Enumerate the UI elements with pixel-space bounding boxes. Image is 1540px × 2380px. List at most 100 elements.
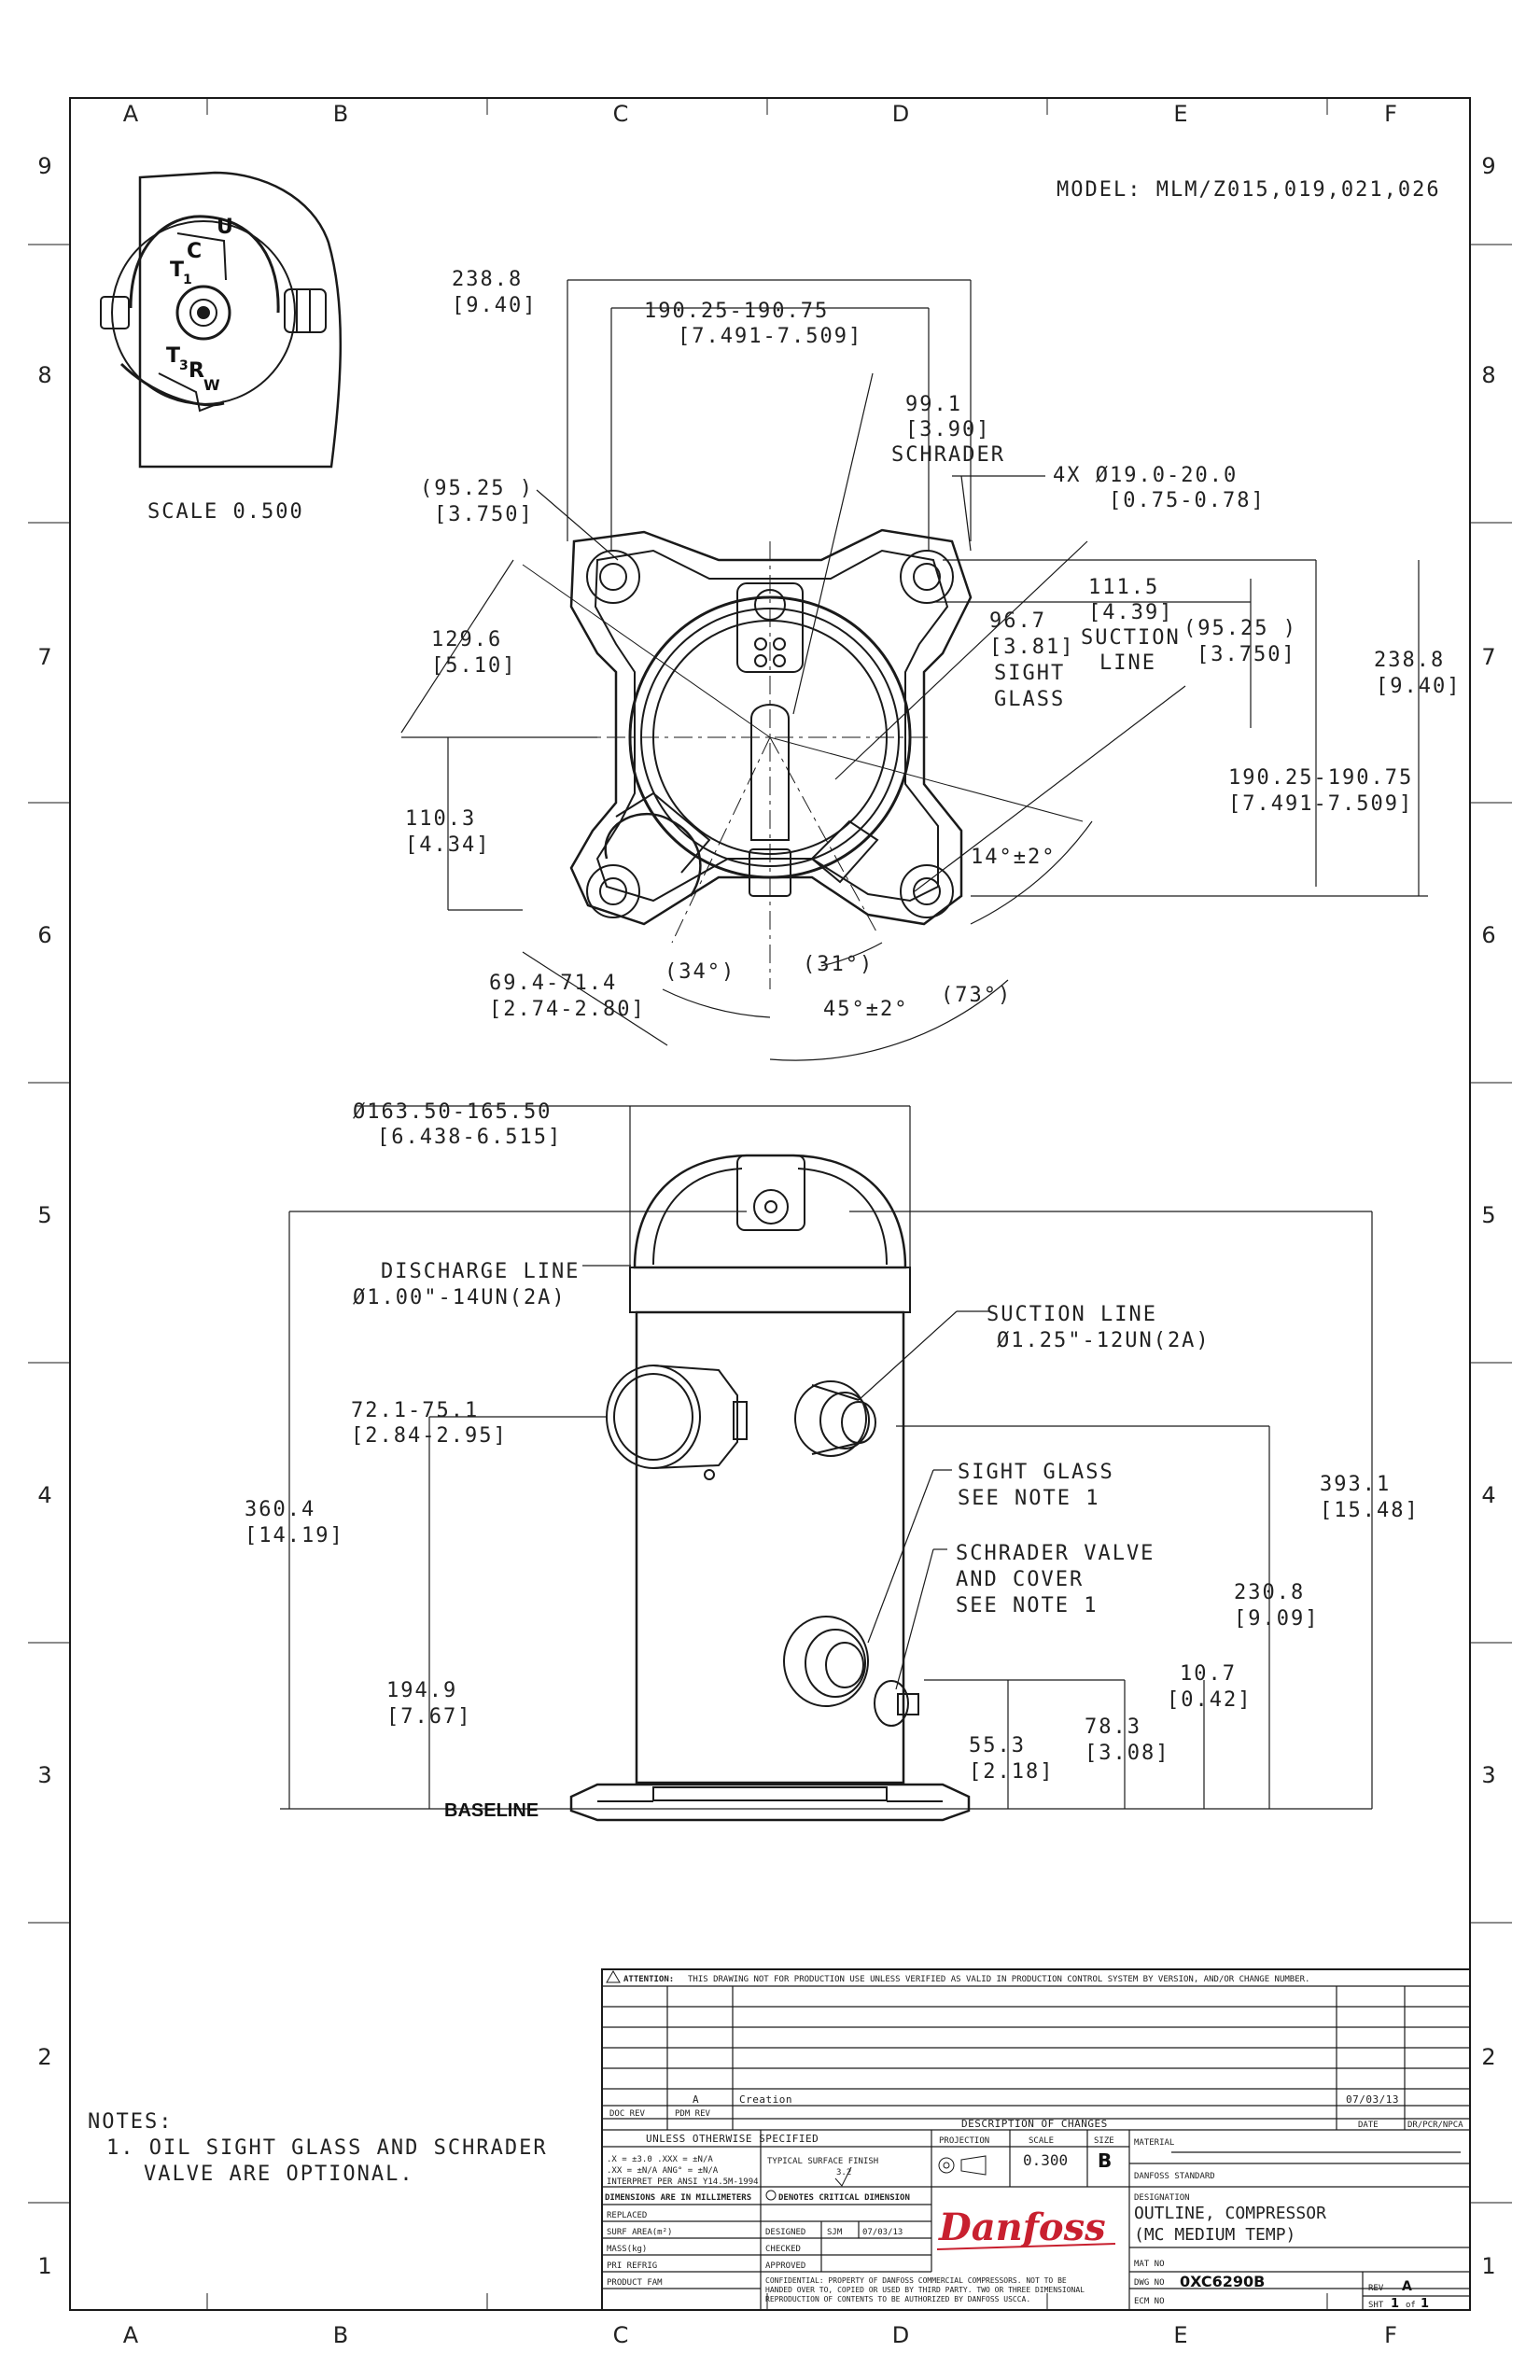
dim-230: 230.8: [1234, 1581, 1305, 1604]
dim-78: 78.3: [1085, 1715, 1141, 1739]
dim-69: 69.4-71.4: [489, 972, 617, 995]
compressor-side-view: [571, 1155, 969, 1820]
zone-col-c-bottom: C: [613, 2322, 629, 2348]
surface-finish-label: TYPICAL SURFACE FINISH: [767, 2157, 878, 2166]
dim-69-in: [2.74-2.80]: [489, 998, 646, 1021]
attention-label: ATTENTION:: [623, 1975, 674, 1984]
dim-holes-in: [0.75-0.78]: [1109, 489, 1266, 512]
designed-date: 07/03/13: [862, 2228, 903, 2237]
dim-129-in: [5.10]: [431, 654, 516, 678]
angle-34: (34°): [665, 960, 735, 984]
notes: NOTES: 1. OIL SIGHT GLASS AND SCHRADER V…: [88, 2110, 548, 2186]
dim-diameter-in: [6.438-6.515]: [377, 1126, 562, 1149]
rev-date: 07/03/13: [1346, 2093, 1399, 2106]
zone-labels: A B C D E F A B C D E F 9 8 7 6 5 4 3 2 …: [37, 101, 1495, 2348]
unless-specified: UNLESS OTHERWISE SPECIFIED: [646, 2133, 819, 2145]
terminal-labels: U C T 1 T 3 R W: [166, 216, 233, 394]
zone-row-3-right: 3: [1481, 1762, 1495, 1788]
header-dr-pcr: DR/PCR/NPCA: [1407, 2121, 1463, 2130]
critical-icon: [766, 2191, 776, 2200]
dim-schrader-in: [3.90]: [905, 418, 990, 441]
dim-schrader-label: SCHRADER: [891, 443, 1005, 467]
zone-row-4-right: 4: [1481, 1482, 1495, 1508]
confidential-1: CONFIDENTIAL: PROPERTY OF DANFOSS COMMER…: [765, 2276, 1067, 2285]
side-view-dimension-lines: [280, 1106, 1372, 1809]
zone-col-c-top: C: [613, 101, 629, 127]
tolerance-1: .X = ±3.0 .XXX = ±N/A: [607, 2155, 713, 2164]
zone-row-5-right: 5: [1481, 1202, 1495, 1228]
zone-row-6-left: 6: [37, 922, 51, 948]
baseline-label: BASELINE: [444, 1800, 539, 1821]
approved-label: APPROVED: [765, 2261, 805, 2271]
surface-finish-value: 3.2: [836, 2168, 851, 2177]
dim-95-right: (95.25 ): [1183, 617, 1297, 640]
terminal-t3-sub: 3: [179, 358, 189, 373]
zone-row-9-right: 9: [1481, 153, 1495, 179]
discharge-line-size: Ø1.00"-14UN(2A): [353, 1286, 567, 1309]
tolerance-3: INTERPRET PER ANSI Y14.5M-1994: [607, 2177, 759, 2187]
suction-line-size: Ø1.25"-12UN(2A): [997, 1329, 1211, 1352]
danfoss-logo: Danfoss: [938, 2205, 1106, 2249]
tolerance-2: .XX = ±N/A ANG° = ±N/A: [607, 2166, 719, 2176]
finish-check-icon: [835, 2167, 851, 2186]
checked-label: CHECKED: [765, 2245, 801, 2254]
zone-col-d-bottom: D: [892, 2322, 909, 2348]
top-view-dimension-lines: [401, 280, 1428, 1060]
dim-190-right-in: [7.491-7.509]: [1228, 792, 1413, 816]
zone-col-b-bottom: B: [333, 2322, 348, 2348]
terminal-r: R: [189, 359, 204, 383]
dim-suction-label2: LINE: [1099, 651, 1156, 675]
zone-col-f-top: F: [1384, 101, 1397, 127]
terminal-w: W: [203, 376, 220, 394]
dim-sight-label2: GLASS: [994, 688, 1065, 711]
inset-scale: SCALE 0.500: [147, 500, 304, 524]
sheet-value: 1: [1391, 2297, 1399, 2311]
header-pdm-rev: PDM REV: [675, 2109, 711, 2119]
dim-110: 110.3: [405, 807, 476, 831]
dim-230-in: [9.09]: [1234, 1607, 1319, 1631]
confidential-2: HANDED OVER TO, COPIED OR USED BY THIRD …: [765, 2286, 1085, 2294]
drawing-title-2: (MC MEDIUM TEMP): [1134, 2225, 1295, 2245]
scale-header: SCALE: [1029, 2136, 1054, 2146]
schrader-valve-note: SEE NOTE 1: [956, 1594, 1098, 1617]
drawing-number: 0XC6290B: [1180, 2273, 1265, 2290]
dim-sight: 96.7: [989, 609, 1046, 633]
terminal-t1: T: [170, 259, 184, 282]
zone-col-a-top: A: [123, 101, 139, 127]
warning-icon: [607, 1971, 620, 1982]
dim-194: 194.9: [386, 1679, 457, 1702]
dim-95-right-in: [3.750]: [1197, 643, 1296, 666]
projection-label: PROJECTION: [939, 2136, 989, 2146]
discharge-line-label: DISCHARGE LINE: [381, 1260, 580, 1283]
notes-title: NOTES:: [88, 2110, 173, 2134]
terminal-u: U: [217, 216, 233, 239]
zone-row-8-left: 8: [37, 362, 51, 388]
header-description: DESCRIPTION OF CHANGES: [961, 2118, 1108, 2130]
top-view-dimension-text: 238.8 [9.40] 190.25-190.75 [7.491-7.509]…: [405, 268, 1461, 1021]
sight-glass-note: SEE NOTE 1: [958, 1487, 1099, 1510]
dim-78-in: [3.08]: [1085, 1742, 1169, 1765]
zone-row-8-right: 8: [1481, 362, 1495, 388]
designed-by: SJM: [827, 2228, 843, 2237]
ecm-no-label: ECM NO: [1134, 2297, 1165, 2306]
zone-row-5-left: 5: [37, 1202, 51, 1228]
size-value: B: [1098, 2149, 1112, 2172]
sheet-of: of: [1406, 2301, 1416, 2310]
projection-symbol-icon: [939, 2156, 986, 2175]
size-header: SIZE: [1094, 2136, 1114, 2146]
note-1-line-1: 1. OIL SIGHT GLASS AND SCHRADER: [106, 2136, 548, 2160]
drawing-title-1: OUTLINE, COMPRESSOR: [1134, 2204, 1326, 2223]
dim-238-right: 238.8: [1374, 649, 1445, 672]
dim-238-top-in: [9.40]: [452, 294, 537, 317]
dim-suction-label1: SUCTION: [1081, 626, 1181, 650]
angle-14: 14°±2°: [971, 846, 1056, 869]
dim-sight-in: [3.81]: [989, 636, 1074, 659]
dim-238-right-in: [9.40]: [1376, 675, 1461, 698]
dim-393: 393.1: [1320, 1473, 1391, 1496]
zone-row-7-left: 7: [37, 644, 51, 670]
zone-row-1-right: 1: [1481, 2253, 1495, 2279]
dim-190-top: 190.25-190.75: [644, 300, 829, 323]
dim-238-top: 238.8: [452, 268, 523, 291]
rev-letter: A: [693, 2093, 699, 2106]
